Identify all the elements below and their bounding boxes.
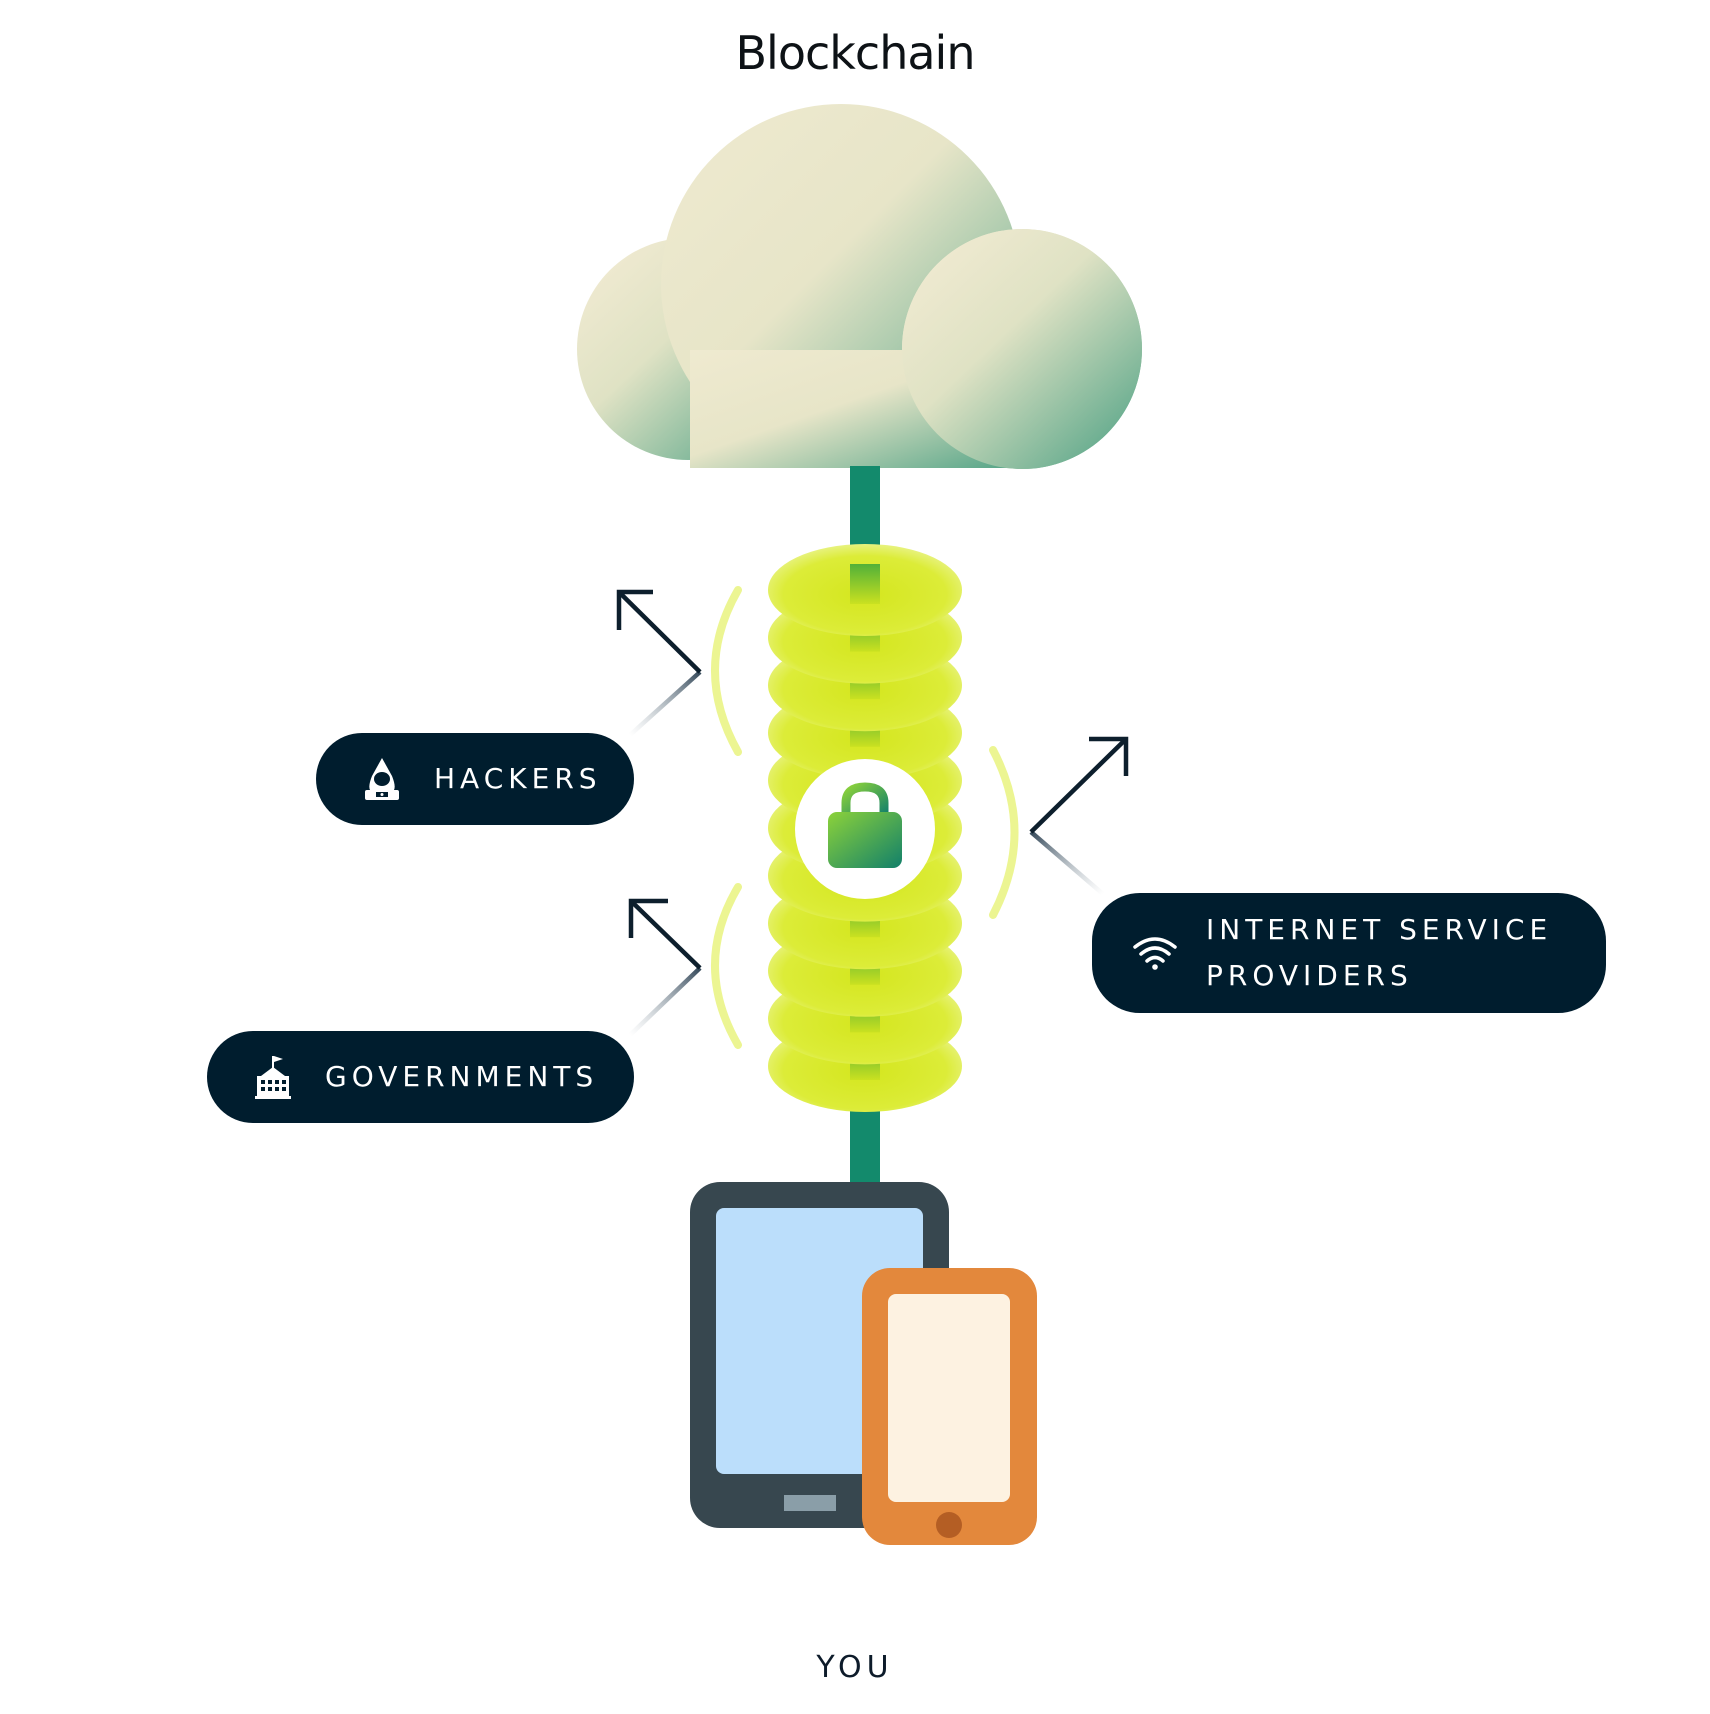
hackers-text: HACKERS bbox=[434, 762, 602, 795]
wifi-icon bbox=[1130, 935, 1180, 971]
governments-deflect-arrow bbox=[628, 898, 702, 1037]
isp-text: INTERNET SERVICE PROVIDERS bbox=[1206, 913, 1553, 992]
hackers-deflect-arrow bbox=[616, 589, 702, 737]
diagram-title: Blockchain bbox=[735, 26, 976, 80]
hacker-icon bbox=[360, 756, 404, 802]
internet-service-providers-label: INTERNET SERVICE PROVIDERS bbox=[1092, 893, 1606, 1013]
lock-icon bbox=[828, 782, 902, 868]
you-label: YOU bbox=[816, 1650, 894, 1685]
blockchain-cloud bbox=[577, 104, 1142, 469]
hackers-label: HACKERS bbox=[316, 733, 634, 825]
isp-deflect-arrow bbox=[1029, 736, 1129, 896]
governments-label: GOVERNMENTS bbox=[207, 1031, 634, 1123]
lock-badge bbox=[795, 759, 935, 899]
governments-text: GOVERNMENTS bbox=[325, 1060, 599, 1093]
phone-device bbox=[862, 1268, 1037, 1545]
disc-core-segment bbox=[850, 564, 880, 604]
government-building-icon bbox=[251, 1054, 295, 1100]
protection-arcs bbox=[711, 586, 1019, 1049]
